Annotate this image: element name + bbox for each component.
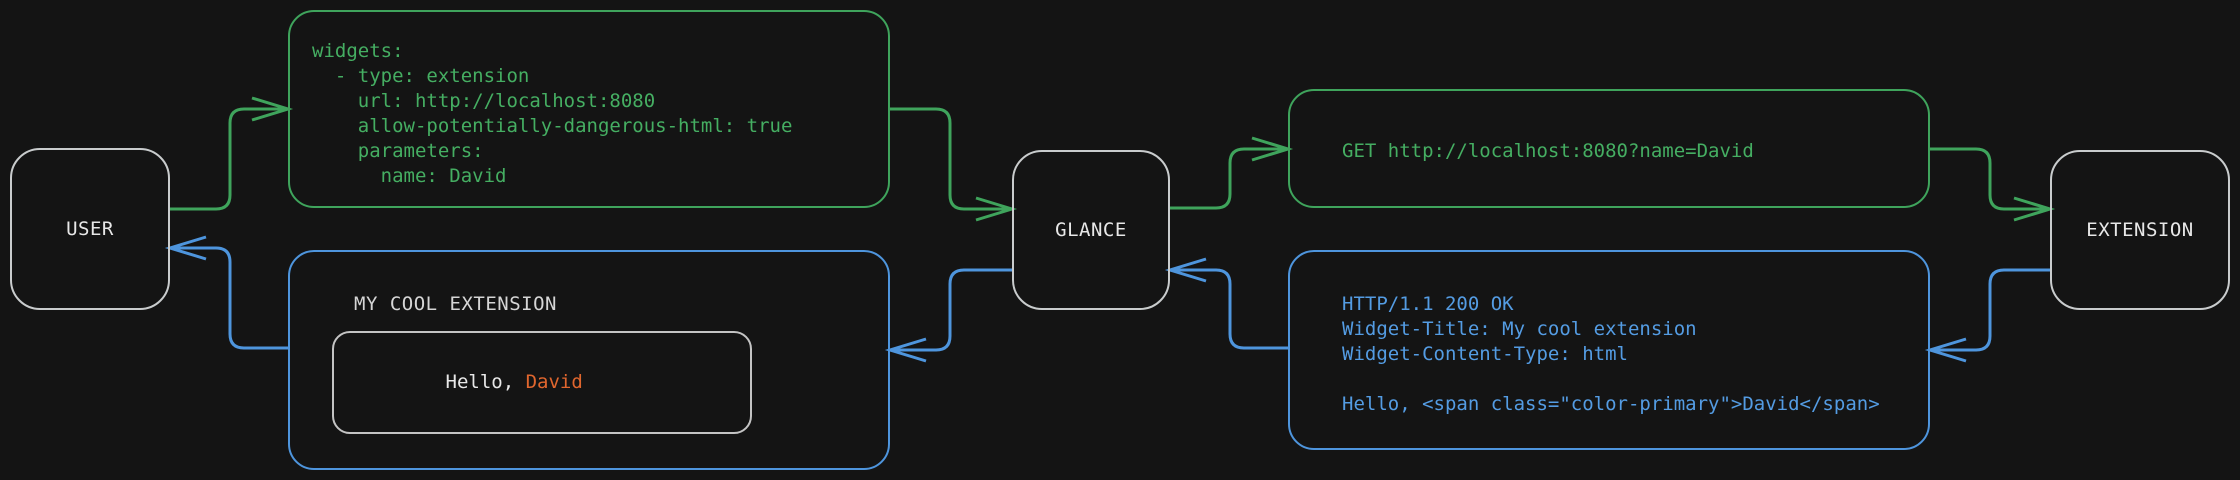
arrow-user-to-config bbox=[170, 96, 294, 211]
widget-title: MY COOL EXTENSION bbox=[354, 293, 557, 315]
arrow-config-to-glance bbox=[890, 107, 1018, 222]
arrow-extension-to-response bbox=[1924, 268, 2050, 363]
arrow-glance-to-request bbox=[1170, 136, 1294, 210]
node-extension-label: EXTENSION bbox=[2086, 219, 2194, 241]
node-user: USER bbox=[10, 148, 170, 310]
http-response-box: HTTP/1.1 200 OK Widget-Title: My cool ex… bbox=[1288, 250, 1930, 450]
arrow-widget-to-user bbox=[164, 235, 288, 350]
widget-render-box: MY COOL EXTENSION Hello, David bbox=[288, 250, 890, 470]
http-request-code: GET http://localhost:8080?name=David bbox=[1342, 140, 1754, 162]
arrow-response-to-glance bbox=[1164, 257, 1288, 350]
http-request-box: GET http://localhost:8080?name=David bbox=[1288, 89, 1930, 208]
widget-greeting-box: Hello, David bbox=[332, 331, 752, 434]
node-glance: GLANCE bbox=[1012, 150, 1170, 310]
greeting-prefix: Hello, bbox=[445, 371, 526, 393]
node-glance-label: GLANCE bbox=[1055, 219, 1127, 241]
greeting-name: David bbox=[525, 371, 583, 393]
config-yaml-code: widgets: - type: extension url: http://l… bbox=[312, 40, 793, 187]
config-yaml-box: widgets: - type: extension url: http://l… bbox=[288, 10, 890, 208]
node-user-label: USER bbox=[66, 218, 114, 240]
arrow-request-to-extension bbox=[1930, 147, 2056, 222]
http-response-code: HTTP/1.1 200 OK Widget-Title: My cool ex… bbox=[1342, 293, 1880, 415]
arrow-glance-to-widget bbox=[884, 268, 1012, 363]
node-extension: EXTENSION bbox=[2050, 150, 2230, 310]
widget-greeting: Hello, David bbox=[334, 345, 583, 420]
